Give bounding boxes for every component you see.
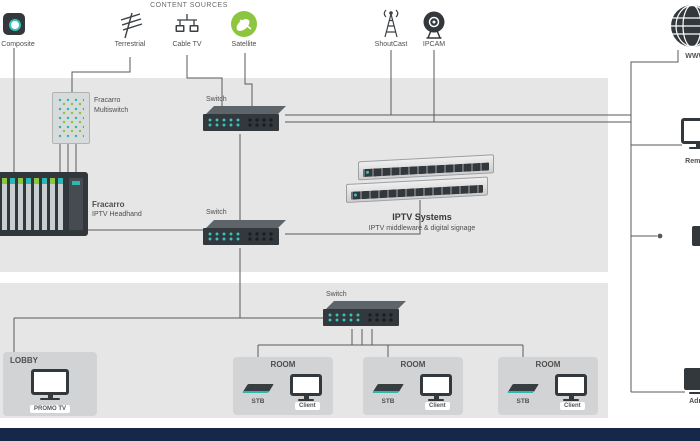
terrestrial-label: Terrestrial [114,41,146,48]
stb-icon [372,384,404,393]
www-globe-icon [671,4,700,48]
iptv-systems-subtitle: IPTV middleware & digital signage [368,225,476,232]
client-monitor-icon [290,374,322,401]
room-zone: ROOM STB Client [363,357,463,415]
switch-top-label: Switch [206,96,227,103]
iptv-systems-title: IPTV Systems [392,212,452,222]
multiswitch-device [52,92,90,144]
client-label: Client [295,402,320,410]
client-monitor-icon [420,374,452,401]
client-label: Client [560,402,585,410]
room-zone: ROOM STB Client [233,357,333,415]
junction-dot [657,233,663,239]
composite-label: Composite [1,41,35,48]
ipcam-label: IPCAM [422,41,446,48]
stb-label: STB [251,398,265,405]
stb-label: STB [381,398,395,405]
promo-tv-label: PROMO TV [29,405,71,413]
switch-mid-label: Switch [206,209,227,216]
content-sources-title: CONTENT SOURCES [150,2,228,9]
remote-label: Remote [685,158,700,165]
iptv-headend-device [0,172,88,236]
promo-tv-icon [31,369,69,400]
admin-device-icon [684,368,700,394]
iptv-servers [346,152,498,212]
lobby-title: LOBBY [10,356,38,365]
stb-label: STB [516,398,530,405]
admin-label: Admin [689,398,700,405]
switch-mid-device [203,220,287,246]
terrestrial-antenna-icon [120,12,143,39]
headend-model: IPTV Headhand [92,211,142,218]
satellite-label: Satellite [231,41,257,48]
composite-icon [3,13,25,35]
headend-name: Fracarro [92,200,125,209]
multiswitch-name: Fracarro [94,97,121,104]
cable-tv-icon [175,14,199,32]
switch-room-device [323,301,407,327]
room-title: ROOM [400,360,426,369]
ipcam-icon [423,11,445,39]
stb-icon [242,384,274,393]
edge-device-partial-icon [692,226,700,246]
switch-top-device [203,106,287,132]
server-unit [346,176,488,203]
distribution-band [0,78,608,272]
satellite-dish-icon [231,11,257,37]
stb-icon [507,384,539,393]
room-zone: ROOM STB Client [498,357,598,415]
cable-tv-label: Cable TV [172,41,202,48]
www-label: WWW. [685,53,700,60]
multiswitch-model: Multiswitch [94,107,129,114]
room-title: ROOM [270,360,296,369]
client-label: Client [425,402,450,410]
shoutcast-tower-icon [383,9,399,38]
client-monitor-icon [555,374,587,401]
remote-monitor-icon [681,118,700,149]
footer-bar [0,428,700,441]
lobby-zone: LOBBY PROMO TV [3,352,97,416]
shoutcast-label: ShoutCast [374,41,408,48]
room-title: ROOM [535,360,561,369]
switch-room-label: Switch [326,291,347,298]
